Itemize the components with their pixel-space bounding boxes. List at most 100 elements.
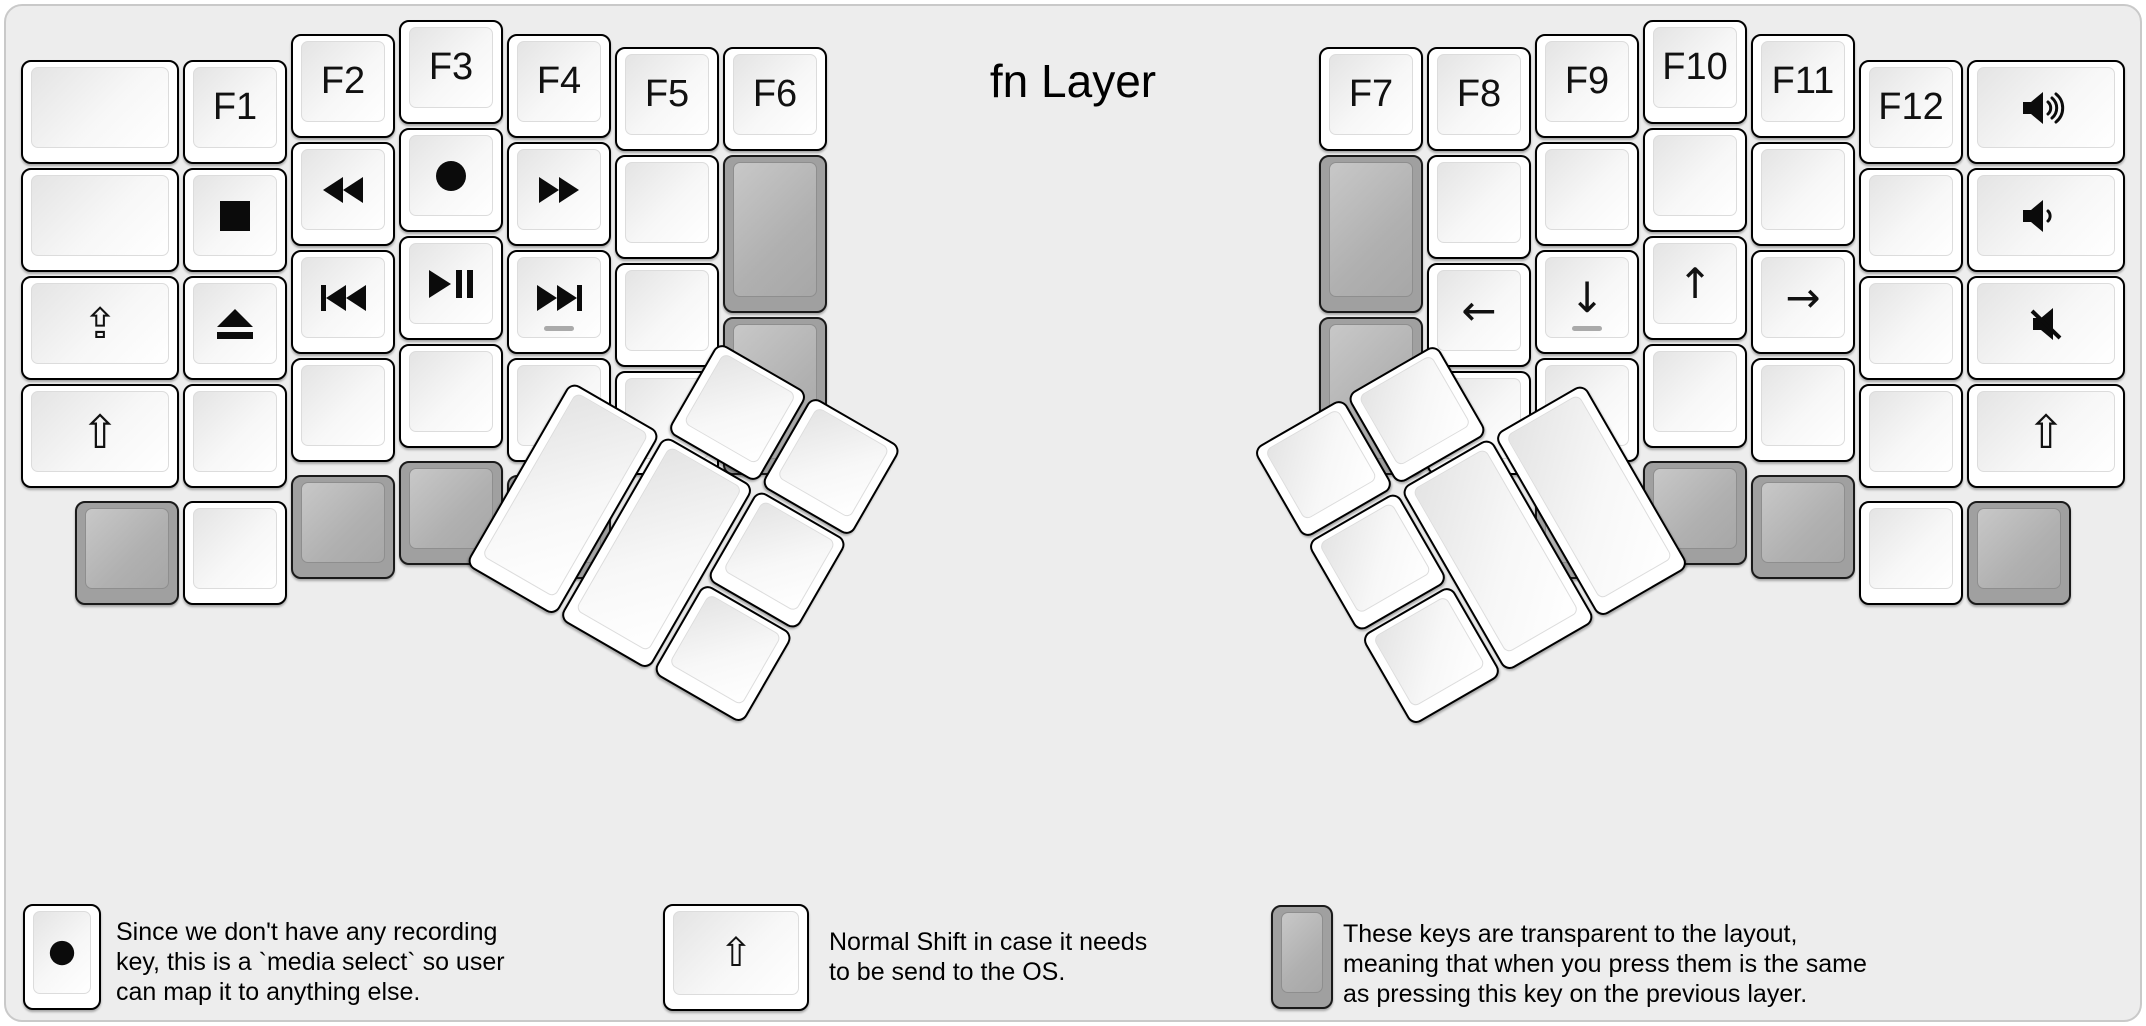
keytop [733,162,817,297]
key-play-pause[interactable] [399,236,503,340]
key-shift-left[interactable]: ⇧ [21,384,179,488]
key-transparent[interactable] [1751,475,1855,579]
keytop [301,482,385,563]
keytop [1761,365,1845,446]
keytop: ↓ [1545,257,1629,338]
key-f3[interactable]: F3 [399,20,503,124]
keytop [1977,508,2061,589]
legend-text-line: meaning that when you press them is the … [1343,950,1867,978]
key-f6[interactable]: F6 [723,47,827,151]
key-f7[interactable]: F7 [1319,47,1423,151]
key-f2[interactable]: F2 [291,34,395,138]
homing-bar [544,326,574,331]
key-f10[interactable]: F10 [1643,20,1747,124]
key-label: ⇧ [719,930,753,976]
keytop [85,508,169,589]
legend-text-line: key, this is a `media select` so user [116,948,505,976]
keytop [1281,912,1323,993]
key-rewind[interactable] [291,142,395,246]
keytop: ↑ [1653,243,1737,324]
key-label: F10 [1662,46,1728,88]
keytop: F1 [193,67,277,148]
key-next-track[interactable] [507,250,611,354]
key-mute[interactable] [1967,276,2125,380]
legend-key-record[interactable] [23,904,101,1010]
volume-down-icon [2023,199,2052,232]
rewind-icon [323,176,363,203]
legend-key-transparent[interactable] [1271,905,1333,1009]
key-arrow-right[interactable]: → [1751,250,1855,354]
key-blank[interactable] [1859,501,1963,605]
keytop: F2 [301,41,385,122]
key-blank[interactable] [1859,384,1963,488]
key-label: F2 [320,60,366,102]
volume-up-icon [2023,91,2065,124]
key-label: ← [1461,286,1497,335]
key-stop[interactable] [183,168,287,272]
key-label: ⇧ [2026,404,2066,459]
key-f5[interactable]: F5 [615,47,719,151]
key-transparent[interactable] [1967,501,2071,605]
legend-key-shift[interactable]: ⇧ [663,904,809,1011]
key-transparent[interactable] [723,155,827,313]
key-blank[interactable] [615,155,719,259]
key-shift-right[interactable]: ⇧ [1967,384,2125,488]
key-prev-track[interactable] [291,250,395,354]
key-blank[interactable] [1751,142,1855,246]
keytop [1869,508,1953,589]
keytop [193,391,277,472]
keytop [409,135,493,216]
key-blank[interactable] [399,344,503,448]
key-blank[interactable] [21,60,179,164]
key-blank[interactable] [291,358,395,462]
legend-text-line: can map it to anything else. [116,978,421,1006]
key-f9[interactable]: F9 [1535,34,1639,138]
key-arrow-down[interactable]: ↓ [1535,250,1639,354]
key-caps-lock[interactable]: ⇪ [21,276,179,380]
keytop: F7 [1329,54,1413,135]
keytop [409,351,493,432]
keytop [1653,351,1737,432]
key-label: ↓ [1569,273,1605,322]
key-label: F9 [1564,60,1610,102]
key-arrow-up[interactable]: ↑ [1643,236,1747,340]
key-blank[interactable] [1427,155,1531,259]
key-blank[interactable] [183,384,287,488]
key-eject[interactable] [183,276,287,380]
key-blank[interactable] [615,263,719,367]
key-volume-up[interactable] [1967,60,2125,164]
keytop [1869,391,1953,472]
key-label: ⇪ [82,299,118,348]
key-blank[interactable] [1535,142,1639,246]
key-fast-forward[interactable] [507,142,611,246]
key-blank[interactable] [1643,128,1747,232]
keytop [33,911,91,994]
keytop [1437,162,1521,243]
key-label: F4 [536,60,582,102]
key-blank[interactable] [1859,276,1963,380]
keytop [1761,149,1845,230]
key-f8[interactable]: F8 [1427,47,1531,151]
keytop [1869,283,1953,364]
key-blank[interactable] [183,501,287,605]
key-f1[interactable]: F1 [183,60,287,164]
key-blank[interactable] [1643,344,1747,448]
key-transparent[interactable] [75,501,179,605]
key-blank[interactable] [1859,168,1963,272]
key-transparent[interactable] [291,475,395,579]
key-transparent[interactable] [399,461,503,565]
play-pause-icon [429,269,473,298]
key-volume-down[interactable] [1967,168,2125,272]
keytop [409,243,493,324]
key-blank[interactable] [21,168,179,272]
keytop [1977,67,2115,148]
key-blank[interactable] [1751,358,1855,462]
key-transparent[interactable] [1319,155,1423,313]
key-f4[interactable]: F4 [507,34,611,138]
key-arrow-left[interactable]: ← [1427,263,1531,367]
key-record[interactable] [399,128,503,232]
key-f11[interactable]: F11 [1751,34,1855,138]
key-f12[interactable]: F12 [1859,60,1963,164]
